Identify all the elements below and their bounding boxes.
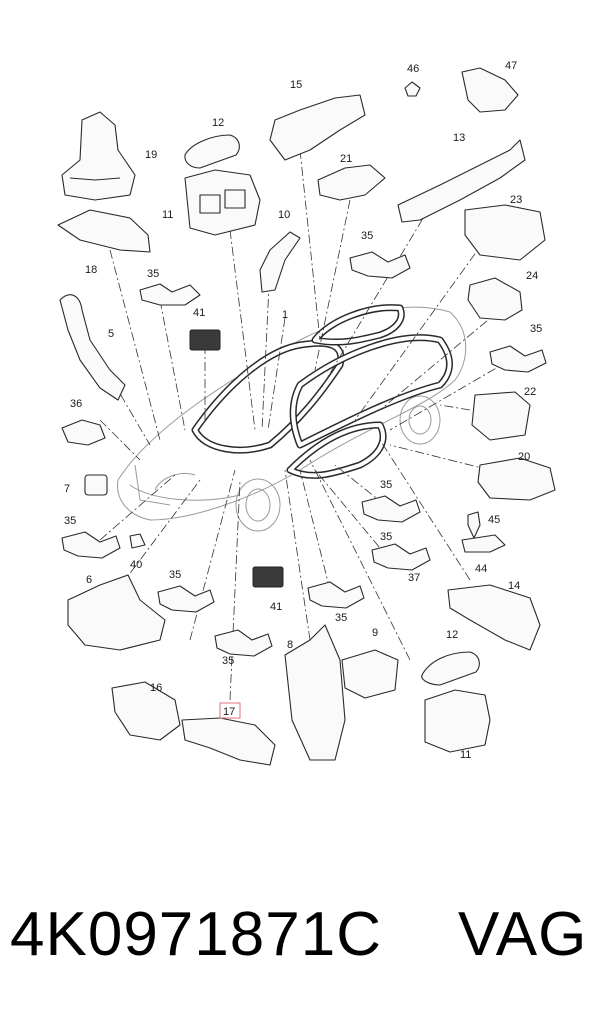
callout-35c: 35	[530, 323, 542, 335]
part-45-screw	[467, 511, 481, 539]
part-8-bracket	[284, 624, 346, 761]
callout-6: 6	[86, 574, 92, 586]
wiring-harness-loops	[191, 304, 453, 479]
callout-35f: 35	[169, 569, 181, 581]
callout-37: 37	[408, 572, 420, 584]
part-7-switch	[84, 474, 108, 496]
part-12-cover-top	[184, 134, 240, 169]
callout-9: 9	[372, 627, 378, 639]
callout-10: 10	[278, 209, 290, 221]
callout-14: 14	[508, 580, 520, 592]
part-17-cover	[181, 717, 276, 766]
callout-47: 47	[505, 60, 517, 72]
callout-44: 44	[475, 563, 487, 575]
exploded-parts-diagram: 1 5 6 7 8 9 10 11 11 12 12 13 14 15 16 1…	[57, 60, 556, 766]
callout-35i: 35	[380, 531, 392, 543]
callout-20: 20	[518, 451, 530, 463]
part-24-bracket	[467, 277, 523, 321]
part-46-clip	[404, 81, 421, 97]
part-41-relay-b	[252, 566, 284, 588]
part-code-row: 4K0971871C VAG	[0, 890, 600, 980]
part-14-duct	[447, 584, 541, 651]
part-11-relay-box-bottom	[424, 689, 491, 753]
callout-46: 46	[407, 63, 419, 75]
callout-35a: 35	[147, 268, 159, 280]
part-35-clips	[61, 251, 547, 657]
callout-labels: 1 5 6 7 8 9 10 11 11 12 12 13 14 15 16 1…	[64, 60, 542, 761]
part-12-cover-bottom	[421, 651, 480, 686]
part-13-bracket	[397, 139, 526, 223]
part-23-fuse-box	[464, 204, 546, 261]
callout-35b: 35	[361, 230, 373, 242]
callout-40: 40	[130, 559, 142, 571]
callout-17: 17	[223, 706, 235, 718]
part-36-clip	[61, 419, 106, 446]
callout-22: 22	[524, 386, 536, 398]
part-44-connector	[461, 534, 506, 553]
callout-19: 19	[145, 149, 157, 161]
part-18-duct	[57, 209, 151, 253]
part-22-module	[471, 391, 531, 441]
part-15-bracket	[269, 94, 366, 161]
callout-41a: 41	[193, 307, 205, 319]
brand-label: VAG	[458, 900, 588, 969]
callout-13: 13	[453, 132, 465, 144]
callout-35g: 35	[222, 655, 234, 667]
part-19-duct	[61, 111, 136, 201]
callout-5: 5	[108, 328, 114, 340]
callout-12b: 12	[446, 629, 458, 641]
part-number: 4K0971871C	[10, 900, 382, 969]
callout-18: 18	[85, 264, 97, 276]
part-6-duct	[67, 574, 166, 651]
part-20-duct	[477, 457, 556, 501]
callout-35h: 35	[335, 612, 347, 624]
callout-7: 7	[64, 483, 70, 495]
callout-11b: 11	[460, 749, 471, 761]
callout-36: 36	[70, 398, 82, 410]
part-10-clip	[259, 231, 301, 293]
callout-45: 45	[488, 514, 500, 526]
part-40-clip	[129, 533, 146, 549]
callout-8: 8	[287, 639, 293, 651]
callout-23: 23	[510, 194, 522, 206]
part-11-relay-box-top	[184, 169, 261, 236]
callout-15: 15	[290, 79, 302, 91]
callout-21: 21	[340, 153, 352, 165]
callout-35e: 35	[64, 515, 76, 527]
callout-16: 16	[150, 682, 162, 694]
callout-1: 1	[282, 309, 288, 321]
callout-41b: 41	[270, 601, 282, 613]
leader-lines	[99, 149, 511, 701]
part-41-relay-a	[189, 329, 221, 351]
callout-24: 24	[526, 270, 538, 282]
part-21-holder	[317, 164, 386, 201]
callout-12a: 12	[212, 117, 224, 129]
highlight-box-17	[219, 702, 241, 719]
part-5-duct	[59, 294, 126, 401]
part-47-sensor	[461, 67, 519, 113]
part-16-bracket	[111, 681, 181, 741]
part-9-box	[341, 649, 399, 699]
callout-35d: 35	[380, 479, 392, 491]
callout-11a: 11	[162, 209, 173, 221]
